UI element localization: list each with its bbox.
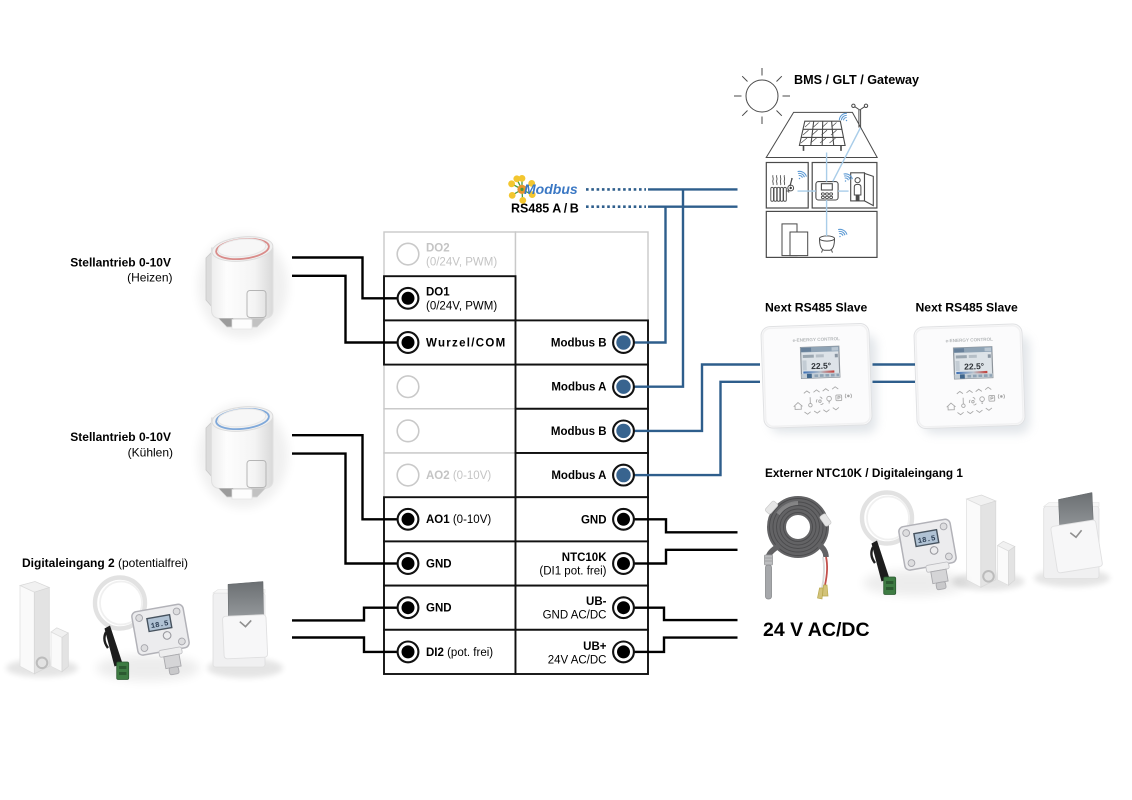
svg-text:(DI1 pot. frei): (DI1 pot. frei) bbox=[539, 566, 606, 578]
svg-text:Modbus B: Modbus B bbox=[551, 426, 607, 438]
svg-text:DO2: DO2 bbox=[426, 243, 450, 255]
svg-text:BMS / GLT / Gateway: BMS / GLT / Gateway bbox=[794, 73, 919, 87]
svg-text:GND: GND bbox=[426, 603, 452, 615]
svg-text:22.5°: 22.5° bbox=[811, 360, 832, 371]
svg-text:Next RS485 Slave: Next RS485 Slave bbox=[765, 301, 868, 315]
svg-text:Stellantrieb 0-10V: Stellantrieb 0-10V bbox=[70, 430, 171, 444]
svg-text:UB-: UB- bbox=[586, 596, 607, 608]
svg-text:(0/24V, PWM): (0/24V, PWM) bbox=[426, 257, 497, 269]
svg-text:Digitaleingang 2 (potentialfre: Digitaleingang 2 (potentialfrei) bbox=[22, 556, 188, 570]
svg-text:AO2 (0-10V): AO2 (0-10V) bbox=[426, 470, 491, 482]
svg-text:GND AC/DC: GND AC/DC bbox=[543, 610, 607, 622]
svg-text:GND: GND bbox=[581, 514, 607, 526]
svg-text:e-ENERGY CONTROL: e-ENERGY CONTROL bbox=[792, 336, 840, 343]
svg-text:Modbus B: Modbus B bbox=[551, 338, 607, 350]
svg-text:Externer NTC10K / Digitaleinga: Externer NTC10K / Digitaleingang 1 bbox=[765, 466, 963, 480]
svg-text:e-ENERGY CONTROL: e-ENERGY CONTROL bbox=[945, 337, 993, 344]
svg-text:DO1: DO1 bbox=[426, 287, 450, 299]
svg-text:22.5°: 22.5° bbox=[964, 361, 985, 372]
svg-text:DI2 (pot. frei): DI2 (pot. frei) bbox=[426, 647, 493, 659]
svg-text:UB+: UB+ bbox=[583, 641, 607, 653]
svg-text:(Heizen): (Heizen) bbox=[127, 271, 172, 285]
svg-text:RS485 A / B: RS485 A / B bbox=[511, 202, 579, 216]
svg-text:24 V AC/DC: 24 V AC/DC bbox=[763, 619, 870, 641]
svg-text:(0/24V, PWM): (0/24V, PWM) bbox=[426, 301, 497, 313]
svg-text:18.5: 18.5 bbox=[150, 620, 170, 631]
svg-text:Modbus: Modbus bbox=[524, 181, 578, 197]
svg-text:NTC10K: NTC10K bbox=[562, 552, 607, 564]
svg-text:Next RS485 Slave: Next RS485 Slave bbox=[916, 301, 1019, 315]
svg-text:AO1 (0-10V): AO1 (0-10V) bbox=[426, 514, 491, 526]
svg-text:Wurzel/COM: Wurzel/COM bbox=[426, 338, 507, 350]
svg-text:GND: GND bbox=[426, 559, 452, 571]
svg-text:Modbus A: Modbus A bbox=[551, 382, 606, 394]
svg-text:(Kühlen): (Kühlen) bbox=[128, 446, 173, 460]
svg-text:Modbus A: Modbus A bbox=[551, 470, 606, 482]
svg-text:Stellantrieb 0-10V: Stellantrieb 0-10V bbox=[70, 256, 171, 270]
svg-text:24V AC/DC: 24V AC/DC bbox=[548, 654, 607, 666]
